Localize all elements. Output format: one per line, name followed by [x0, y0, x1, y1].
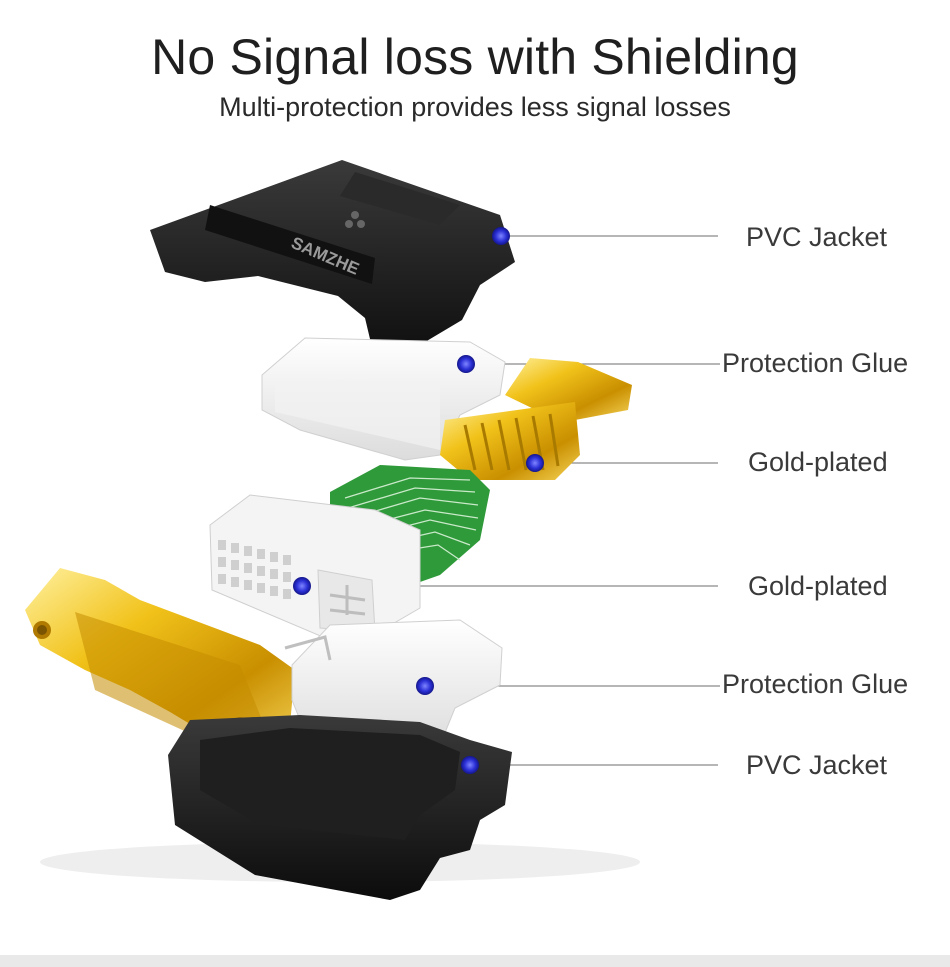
top-pvc-jacket: SAMZHE [150, 160, 515, 368]
callout-label-pvc-jacket-top: PVC Jacket [746, 222, 887, 253]
bottom-pvc-jacket [40, 715, 640, 900]
callout-label-gold-plated-bottom: Gold-plated [748, 571, 888, 602]
dvi-insert-block [210, 495, 420, 640]
callout-label-protection-glue-top: Protection Glue [722, 348, 908, 379]
callout-label-protection-glue-bottom: Protection Glue [722, 669, 908, 700]
callout-label-pvc-jacket-bottom: PVC Jacket [746, 750, 887, 781]
footer-divider [0, 955, 950, 967]
callout-label-gold-plated-top: Gold-plated [748, 447, 888, 478]
